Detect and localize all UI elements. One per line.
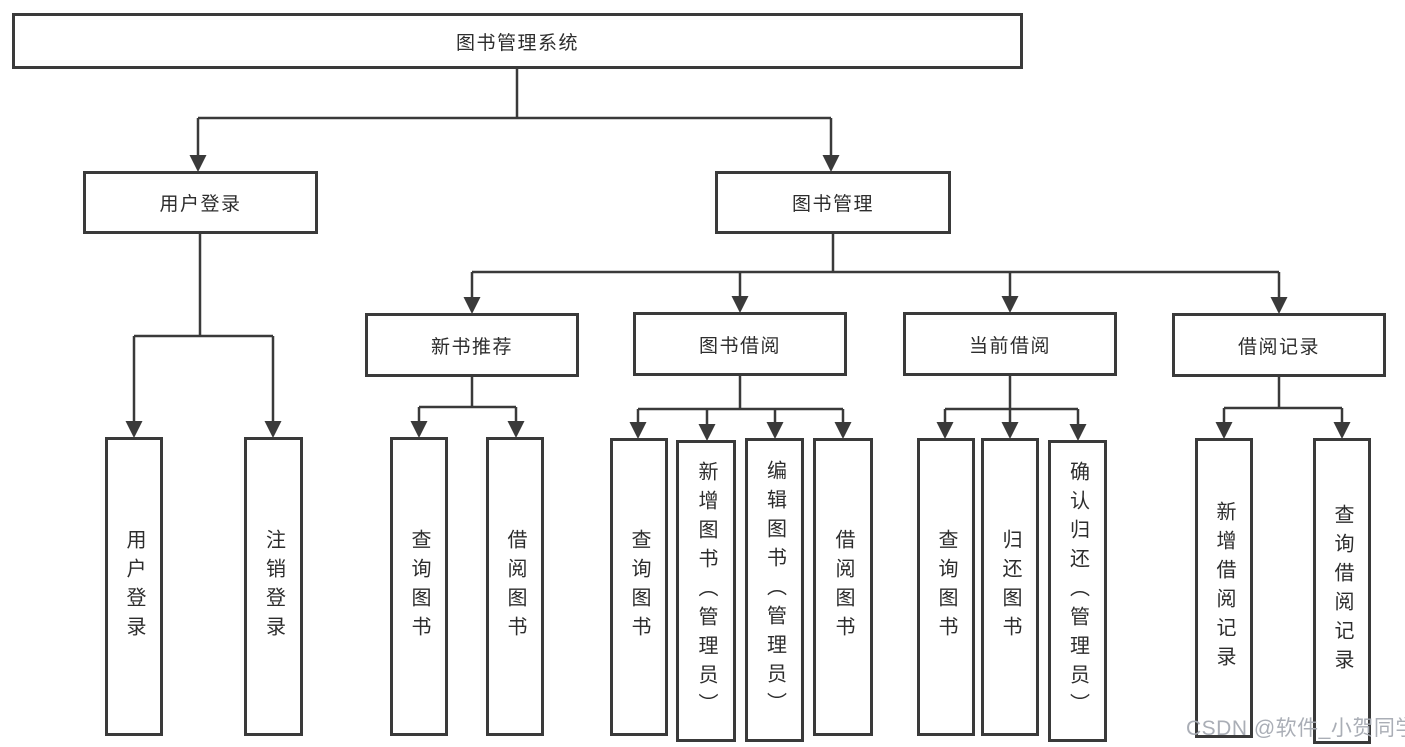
leaf-bb-borrow: 借阅图书 [813, 438, 873, 736]
leaf-nb-query-label: 查询图书 [408, 528, 430, 645]
leaf-nb-borrow: 借阅图书 [486, 437, 544, 736]
node-root: 图书管理系统 [12, 13, 1023, 69]
node-user-login: 用户登录 [83, 171, 318, 234]
leaf-bb-edit-label: 编辑图书（管理员） [763, 459, 786, 721]
leaf-br-add-label: 新增借阅记录 [1213, 501, 1235, 675]
leaf-cb-query: 查询图书 [917, 438, 975, 736]
csdn-watermark: CSDN @软件_小贺同学 [1186, 717, 1405, 740]
leaf-bb-query-label: 查询图书 [628, 529, 650, 645]
leaf-bb-add-label: 新增图书（管理员） [695, 460, 717, 722]
leaf-logout: 注销登录 [244, 437, 303, 736]
node-root-label: 图书管理系统 [455, 32, 579, 54]
leaf-nb-borrow-label: 借阅图书 [504, 528, 526, 645]
node-new-book-rec: 新书推荐 [365, 313, 579, 377]
node-new-book-rec-label: 新书推荐 [430, 336, 513, 358]
arrowheads [125, 155, 1351, 441]
leaf-cb-query-label: 查询图书 [935, 529, 957, 645]
node-current-borrow-label: 当前借阅 [968, 335, 1051, 357]
node-book-borrow-label: 图书借阅 [698, 335, 781, 357]
leaf-bb-borrow-label: 借阅图书 [832, 529, 854, 645]
leaf-bb-add: 新增图书（管理员） [676, 440, 736, 742]
leaf-user-login-label: 用户登录 [123, 528, 145, 645]
leaf-bb-edit: 编辑图书（管理员） [745, 438, 804, 742]
leaf-cb-confirm: 确认归还（管理员） [1048, 440, 1107, 742]
node-user-login-label: 用户登录 [159, 194, 242, 215]
connector-path [132, 69, 1344, 424]
leaf-user-login: 用户登录 [105, 437, 163, 736]
node-current-borrow: 当前借阅 [903, 312, 1117, 376]
node-borrow-records: 借阅记录 [1172, 313, 1386, 377]
node-borrow-records-label: 借阅记录 [1237, 336, 1320, 358]
leaf-br-add: 新增借阅记录 [1195, 438, 1253, 738]
leaf-br-query: 查询借阅记录 [1313, 438, 1371, 744]
node-book-mgmt: 图书管理 [715, 171, 951, 234]
leaf-cb-confirm-label: 确认归还（管理员） [1066, 460, 1089, 722]
leaf-br-query-label: 查询借阅记录 [1331, 504, 1353, 678]
node-book-borrow: 图书借阅 [633, 312, 847, 376]
leaf-nb-query: 查询图书 [390, 437, 448, 736]
leaf-logout-label: 注销登录 [262, 528, 285, 645]
leaf-cb-return: 归还图书 [981, 438, 1039, 736]
node-book-mgmt-label: 图书管理 [791, 194, 874, 215]
leaf-cb-return-label: 归还图书 [999, 529, 1021, 645]
leaf-bb-query: 查询图书 [610, 438, 668, 736]
